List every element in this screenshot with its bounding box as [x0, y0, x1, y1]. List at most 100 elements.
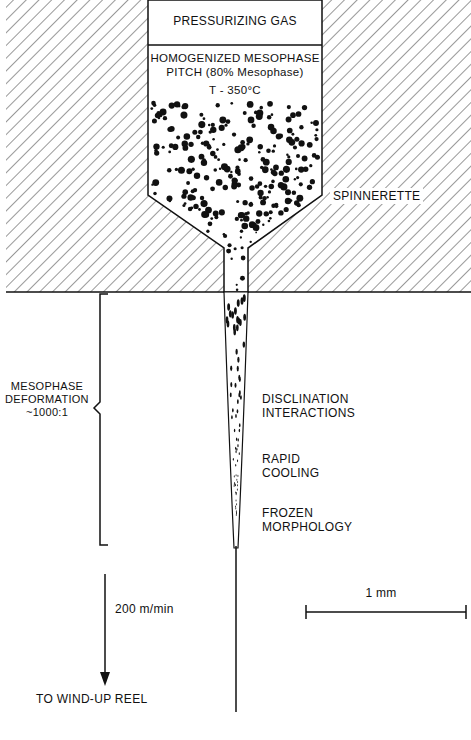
- mesophase-sphere: [213, 210, 219, 216]
- mesophase-sphere: [254, 111, 258, 115]
- mesophase-sphere: [240, 230, 243, 233]
- mesophase-sphere: [193, 188, 197, 192]
- mesophase-sphere: [236, 503, 238, 505]
- mesophase-sphere: [251, 124, 255, 128]
- mesophase-sphere: [196, 135, 200, 139]
- mesophase-sphere: [235, 474, 237, 476]
- mesophase-sphere: [287, 128, 293, 134]
- mesophase-sphere: [192, 130, 197, 135]
- mesophase-sphere: [235, 447, 236, 450]
- mesophase-sphere: [239, 423, 240, 427]
- mesophase-sphere: [258, 151, 261, 154]
- mesophase-sphere: [238, 212, 244, 218]
- mesophase-sphere: [258, 144, 263, 149]
- mesophase-sphere: [235, 383, 237, 388]
- mesophase-sphere: [235, 464, 237, 467]
- mesophase-sphere: [211, 123, 215, 127]
- mesophase-sphere: [162, 146, 165, 149]
- mesophase-sphere: [235, 507, 237, 509]
- mesophase-sphere: [302, 156, 308, 162]
- mesophase-sphere: [230, 257, 232, 259]
- mesophase-sphere: [235, 349, 237, 355]
- mesophase-sphere: [297, 203, 301, 207]
- mesophase-sphere: [200, 200, 207, 207]
- mesophase-sphere: [237, 409, 239, 413]
- mesophase-sphere: [241, 223, 248, 230]
- mesophase-sphere: [201, 142, 204, 145]
- destination-label: TO WIND-UP REEL: [36, 692, 147, 706]
- mesophase-sphere: [246, 136, 253, 143]
- mesophase-sphere: [188, 142, 193, 147]
- gas-interface: [148, 44, 322, 46]
- mesophase-sphere: [219, 209, 225, 215]
- mesophase-sphere: [249, 176, 254, 181]
- mesophase-sphere: [239, 319, 242, 326]
- mesophase-sphere: [236, 200, 239, 203]
- mesophase-sphere: [269, 217, 272, 220]
- mesophase-sphere: [243, 215, 249, 221]
- mesophase-sphere: [236, 448, 237, 451]
- fiber-filament: [235, 546, 237, 712]
- mesophase-sphere: [286, 159, 292, 165]
- scale-tick: [305, 605, 307, 619]
- mesophase-sphere: [243, 111, 247, 115]
- process-note: RAPID COOLING: [262, 452, 342, 481]
- mesophase-sphere: [307, 185, 312, 190]
- mesophase-sphere: [271, 170, 276, 175]
- mesophase-sphere: [198, 130, 203, 135]
- mesophase-sphere: [259, 195, 263, 199]
- mesophase-sphere: [272, 149, 275, 152]
- mesophase-sphere: [296, 154, 300, 158]
- mesophase-sphere: [193, 204, 198, 209]
- mesophase-sphere: [182, 103, 188, 109]
- mesophase-sphere: [270, 128, 277, 135]
- mesophase-sphere: [186, 181, 190, 185]
- mesophase-sphere: [198, 121, 205, 128]
- mesophase-sphere: [178, 167, 185, 174]
- mesophase-sphere: [238, 158, 241, 161]
- mesophase-sphere: [151, 183, 153, 185]
- mesophase-sphere: [224, 166, 231, 173]
- mesophase-sphere: [302, 105, 307, 110]
- mesophase-sphere: [231, 184, 237, 190]
- mesophase-sphere: [299, 125, 303, 129]
- mesophase-sphere: [236, 284, 238, 286]
- mesophase-sphere: [213, 168, 217, 172]
- mesophase-sphere: [310, 179, 315, 184]
- mesophase-sphere: [273, 144, 276, 147]
- mesophase-sphere: [262, 223, 264, 225]
- zone-label: MESOPHASE DEFORMATION ~1000:1: [2, 380, 92, 420]
- mesophase-sphere: [232, 408, 234, 412]
- mesophase-sphere: [187, 194, 193, 200]
- mesophase-sphere: [294, 137, 299, 142]
- mesophase-sphere: [255, 184, 260, 189]
- part-label: SPINNERETTE: [330, 188, 423, 204]
- spinnerette-body: [6, 0, 471, 292]
- mesophase-sphere: [231, 311, 234, 318]
- mesophase-sphere: [182, 145, 188, 151]
- mesophase-sphere: [314, 137, 318, 141]
- mesophase-sphere: [235, 492, 237, 494]
- mesophase-sphere: [156, 111, 161, 116]
- mesophase-sphere: [233, 329, 236, 336]
- mesophase-sphere: [175, 168, 178, 171]
- mesophase-sphere: [260, 199, 266, 205]
- mesophase-sphere: [250, 202, 252, 204]
- speed-label: 200 m/min: [115, 602, 174, 616]
- mesophase-sphere: [286, 154, 288, 156]
- mesophase-sphere: [190, 207, 193, 210]
- mesophase-sphere: [153, 192, 157, 196]
- process-note: DISCLINATION INTERACTIONS: [262, 392, 387, 421]
- fiber-cone: [224, 292, 248, 548]
- mesophase-sphere: [259, 106, 263, 110]
- mesophase-sphere: [227, 303, 230, 310]
- mesophase-sphere: [181, 105, 186, 110]
- mesophase-sphere: [184, 133, 191, 140]
- mesophase-sphere: [238, 438, 239, 441]
- mesophase-sphere: [240, 219, 243, 222]
- mesophase-sphere: [257, 190, 263, 196]
- mesophase-sphere: [219, 167, 222, 170]
- mesophase-sphere: [263, 169, 267, 173]
